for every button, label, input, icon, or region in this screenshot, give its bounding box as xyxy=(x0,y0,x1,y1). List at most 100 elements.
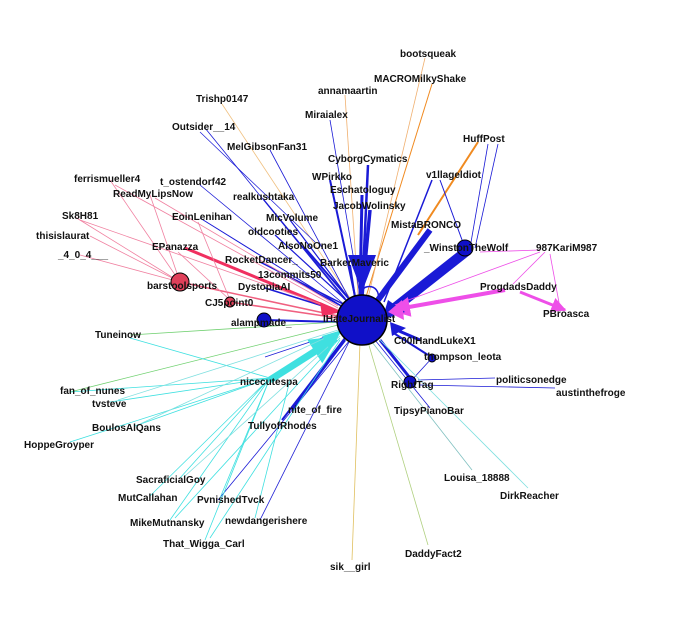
edge-thompson xyxy=(391,331,429,356)
edge-pvnished xyxy=(217,339,351,501)
node-hub[interactable] xyxy=(336,294,388,346)
node-cj5point[interactable] xyxy=(224,296,236,308)
node-barstoolsports[interactable] xyxy=(170,272,190,292)
label-hoppe: HoppeGroyper xyxy=(24,440,94,451)
edge-tvsteve-hub xyxy=(117,329,339,401)
label-ferrismueller: ferrismueller4 xyxy=(74,174,141,185)
label-louisa: Louisa_18888 xyxy=(444,473,510,484)
edge-fannunes-green xyxy=(69,324,339,393)
edge-tipsy xyxy=(374,339,431,409)
edge-four xyxy=(79,254,181,283)
edge-huffpost-winston xyxy=(469,143,489,249)
edge-realkush xyxy=(263,199,349,303)
label-jacobwolinsky: JacobWolinsky xyxy=(333,201,406,212)
nodes-layer xyxy=(170,239,474,389)
edge-sikgirl xyxy=(351,341,361,561)
label-thatwigga: That_Wigga_Carl xyxy=(163,539,245,550)
edge-micvolume xyxy=(289,219,351,301)
label-pvnished: PvnishedTvck xyxy=(197,495,265,506)
label-rocketdancer: RocketDancer_ xyxy=(225,255,298,266)
edge-sacrificial-hub xyxy=(184,335,341,477)
label-tostendorf: t_ostendorf42 xyxy=(160,177,227,188)
edge-sacrificial xyxy=(179,377,271,479)
label-barstool: barstoolsports xyxy=(147,281,217,292)
label-realkushtaka: realkushtaka xyxy=(233,192,295,203)
label-annamaartin: annamaartin xyxy=(318,86,377,97)
label-trishp: Trishp0147 xyxy=(196,94,249,105)
edge-ferris-hub xyxy=(114,184,339,309)
edge-barstool xyxy=(179,281,339,317)
edge-huffpost xyxy=(417,141,479,236)
edge-boulos xyxy=(134,377,271,427)
edge-mikemut-hub xyxy=(174,337,341,519)
label-politicsonedge: politicsonedge xyxy=(496,375,567,386)
edge-readmylips-hub xyxy=(154,197,339,307)
label-readmylips: ReadMyLipsNow xyxy=(113,189,193,200)
label-c00lhand: C00lHandLukeX1 xyxy=(394,336,476,347)
edge-huffpost-winston-2 xyxy=(474,143,499,249)
edge-tvsteve xyxy=(109,377,271,403)
edge-oldcooties xyxy=(274,234,349,303)
label-mistabronco: MistaBRONCO xyxy=(391,220,461,231)
edge-tuneinow xyxy=(129,321,339,336)
edge-boulos-hub xyxy=(139,331,339,425)
edge-rocketdancer xyxy=(259,261,346,306)
label-tipsy: TipsyPianoBar xyxy=(394,406,464,417)
edge-melgibson xyxy=(269,149,351,301)
label-progdads: ProgdadsDaddy xyxy=(480,282,557,293)
label-melgibson: MelGibsonFan31 xyxy=(227,142,307,153)
label-karim: 987KariM987 xyxy=(536,243,598,254)
label-alamprade: alampmade_ xyxy=(231,318,292,329)
edge-thatwigga-hub xyxy=(209,339,341,539)
label-mutcallahan: MutCallahan xyxy=(118,493,177,504)
label-cybergymatics: CyborgCymatics xyxy=(328,154,408,165)
label-mikemut: MikeMutnansky xyxy=(130,518,205,529)
label-tully: TullyofRhodes xyxy=(248,421,317,432)
label-winstonwolf: _WinstonTheWolf xyxy=(423,243,509,254)
label-dystopia: DystopiaAI xyxy=(238,282,290,293)
edge-barker xyxy=(349,264,356,299)
label-thisislaurat: thisislaurat xyxy=(36,231,90,242)
node-winstonwolf[interactable] xyxy=(456,239,474,257)
arrowhead-progdads xyxy=(388,300,404,320)
label-pbroasca: PBroasca xyxy=(543,309,590,320)
arrowhead-c00lhand xyxy=(390,322,406,336)
edge-karim-pbroasca xyxy=(549,253,561,309)
edge-mikemut xyxy=(169,377,271,521)
edge-trishp xyxy=(221,103,351,299)
label-righttag: RightTag xyxy=(391,380,434,391)
edge-thisislaurat xyxy=(89,235,181,283)
edge-pvnished-cyan xyxy=(219,377,271,499)
label-four: _4_0_4___ xyxy=(57,250,108,261)
node-thompson[interactable] xyxy=(427,353,437,363)
label-niteoffire: nite_of_fire xyxy=(288,405,342,416)
node-alamprade[interactable] xyxy=(256,312,272,328)
arrowhead-cyborg xyxy=(348,255,376,292)
edge-austin xyxy=(419,384,556,389)
edges-layer xyxy=(69,57,567,561)
label-alsonoone: AlsoNoOne1 xyxy=(278,241,338,252)
label-outsider: Outsider__14 xyxy=(172,122,236,133)
arrowhead-nicecutespa xyxy=(322,330,342,350)
label-barkermaveric: BarkerMaveric xyxy=(320,258,389,269)
edge-newdanger-cyan xyxy=(254,379,291,519)
label-sikgirl: sik__girl xyxy=(330,562,371,573)
label-miraialex: Miraialex xyxy=(305,110,348,121)
edge-nicecutespa-cyan xyxy=(268,335,339,383)
label-cj5point: CJ5point0 xyxy=(205,298,254,309)
label-huffpost: HuffPost xyxy=(463,134,505,145)
label-austinthefroge: austinthefroge xyxy=(556,388,626,399)
edge-eoin-cj5 xyxy=(197,221,231,301)
label-boulos: BoulosAlQans xyxy=(92,423,161,434)
label-sacrificial: SacraficialGoy xyxy=(136,475,206,486)
node-righttag[interactable] xyxy=(403,375,417,389)
label-commits: 13commits50 xyxy=(258,270,322,281)
label-thompson: thompson_leota xyxy=(424,352,502,363)
edge-sk8h81-hub xyxy=(79,219,339,311)
label-v1llage: v1llageldiot xyxy=(426,170,482,181)
edge-progdads xyxy=(390,288,506,317)
label-newdanger: newdangerishere xyxy=(225,516,308,527)
edge-righttag xyxy=(378,339,412,379)
labels-layer: bootsqueak MACROMilkyShake annamaartin M… xyxy=(24,49,626,573)
